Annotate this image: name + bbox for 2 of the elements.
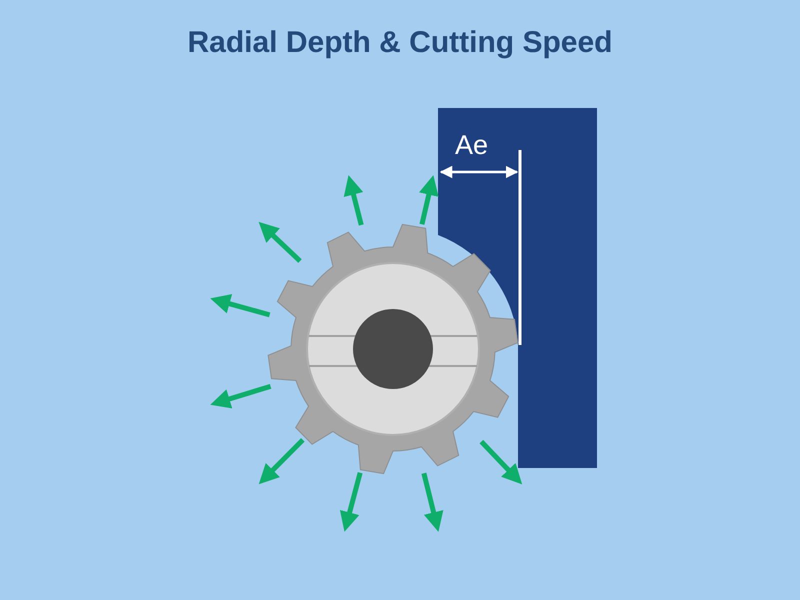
title: Radial Depth & Cutting Speed xyxy=(187,26,612,60)
dimension-label: Ae xyxy=(455,130,488,161)
